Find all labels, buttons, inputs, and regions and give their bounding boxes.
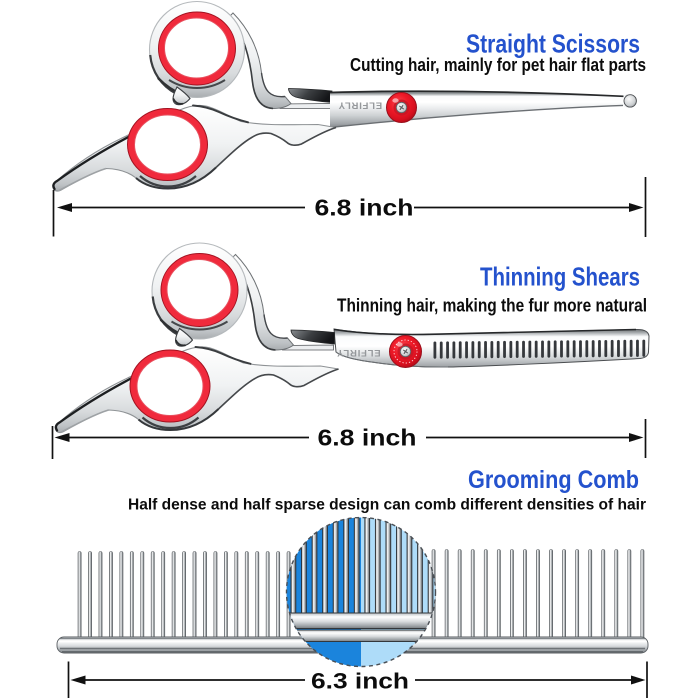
svg-text:Thinning Shears: Thinning Shears — [480, 262, 640, 292]
svg-text:Straight Scissors: Straight Scissors — [466, 29, 640, 59]
svg-text:6.8 inch: 6.8 inch — [318, 425, 417, 451]
svg-text:Cutting hair, mainly for pet h: Cutting hair, mainly for pet hair flat p… — [350, 55, 646, 75]
svg-text:ELFIRLY: ELFIRLY — [336, 347, 380, 358]
svg-text:Half dense and half sparse des: Half dense and half sparse design can co… — [128, 497, 646, 514]
svg-text:ELFIRLY: ELFIRLY — [338, 100, 382, 111]
svg-text:Grooming Comb: Grooming Comb — [468, 466, 639, 494]
svg-text:Thinning hair, making the fur: Thinning hair, making the fur more natur… — [337, 296, 647, 316]
svg-text:6.8 inch: 6.8 inch — [315, 195, 414, 221]
svg-text:6.3 inch: 6.3 inch — [311, 669, 409, 694]
